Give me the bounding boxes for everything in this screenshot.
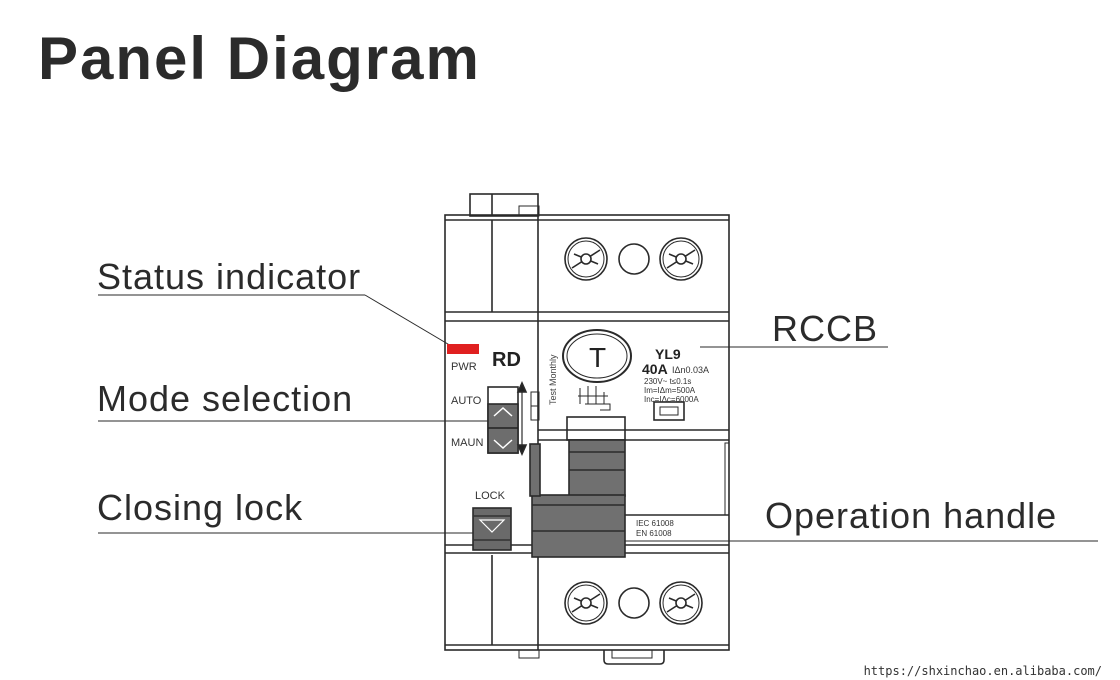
- rating-label: 40A: [642, 361, 668, 377]
- model-label: YL9: [655, 346, 681, 362]
- device-body: [444, 214, 730, 651]
- terminal-hole-icon: [618, 243, 650, 275]
- status-leader: [364, 294, 459, 351]
- voltage-label: 230V~ t≤0.1s: [644, 377, 691, 386]
- rccb-label: RCCB: [772, 308, 879, 349]
- lock-label: LOCK: [475, 490, 506, 502]
- screw-icon: [659, 581, 703, 625]
- test-button-label[interactable]: T: [589, 342, 606, 373]
- mode-selection-label: Mode selection: [97, 378, 354, 419]
- test-button: [562, 329, 632, 383]
- closing-lock-label: Closing lock: [97, 487, 304, 528]
- brand-label: RD: [492, 349, 521, 371]
- standard-en-label: EN 61008: [636, 529, 672, 538]
- screw-icon: [659, 237, 703, 281]
- page-title: Panel Diagram: [38, 25, 481, 92]
- operation-handle: [568, 439, 626, 497]
- standard-iec-label: IEC 61008: [636, 519, 674, 528]
- residual-label: IΔn0.03A: [672, 365, 709, 375]
- din-clip: [603, 650, 665, 665]
- status-indicator-label: Status indicator: [97, 256, 362, 297]
- circuit-symbol-icon: [578, 386, 611, 411]
- terminal-hole-icon: [618, 587, 650, 619]
- screw-icon: [564, 581, 608, 625]
- pwr-label: PWR: [451, 361, 477, 373]
- top-clip: [469, 193, 539, 217]
- test-monthly-label: Test Monthly: [548, 354, 558, 405]
- inc-label: Inc=IΔc=6000A: [644, 395, 699, 404]
- source-url: https://shxinchao.en.alibaba.com/: [863, 664, 1102, 678]
- closing-lock-switch: [472, 507, 512, 551]
- operation-handle-label: Operation handle: [765, 495, 1058, 536]
- screw-icon: [564, 237, 608, 281]
- im-label: Im=IΔm=500A: [644, 386, 696, 395]
- status-indicator-led: [447, 344, 479, 354]
- auto-label: AUTO: [451, 395, 482, 407]
- manual-label: MAUN: [451, 437, 483, 449]
- status-window-icon: [653, 401, 685, 421]
